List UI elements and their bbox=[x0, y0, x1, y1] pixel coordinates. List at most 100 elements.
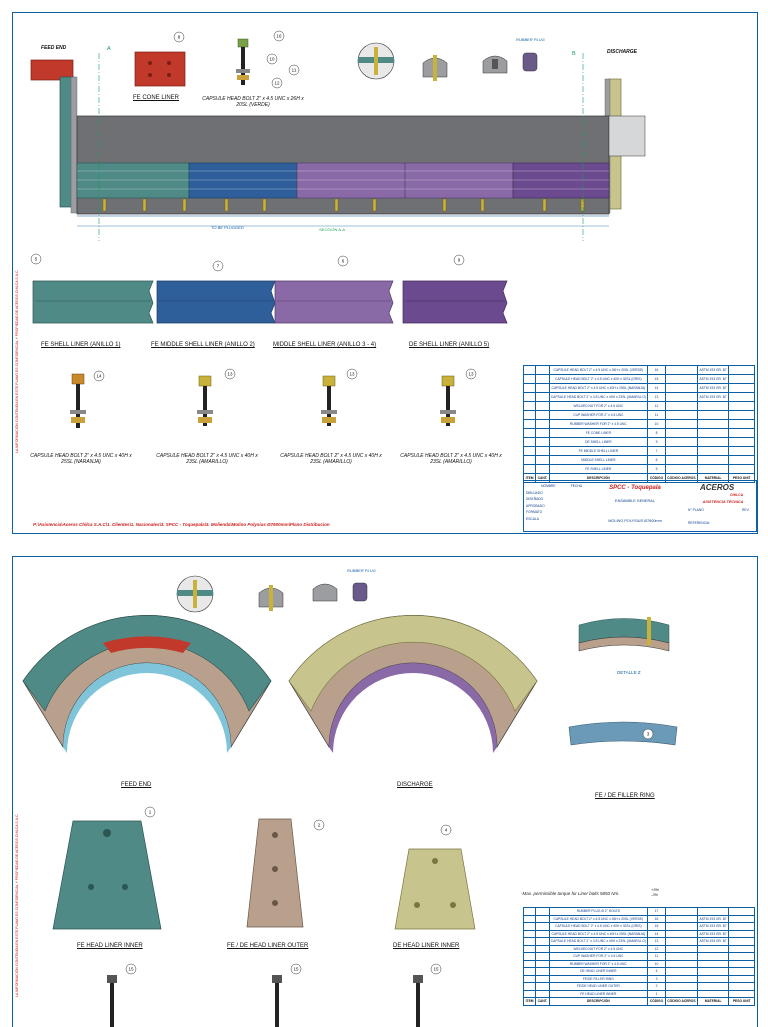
fe-shell-liner-label: FE SHELL LINER (ANILLO 1) bbox=[41, 342, 121, 348]
bom-cell bbox=[728, 967, 755, 976]
callout-bubble bbox=[337, 255, 349, 267]
bom-cell bbox=[665, 401, 698, 411]
bom-row: CAPSULE HEAD BOLT 2" x 4.5 UNC x 40H x 3… bbox=[522, 922, 755, 931]
bom-cell bbox=[665, 952, 698, 961]
head-liner-drawing: 3 1 2 4 15 15 15 bbox=[22, 575, 678, 1027]
bom-cell: RUBBER WASHER FOR 2" x 4.5 UNC bbox=[548, 419, 648, 429]
bom-cell: 8 bbox=[646, 428, 667, 438]
bom-cell bbox=[535, 464, 550, 474]
to-be-plugged-label: TO BE PLUGGED bbox=[211, 225, 244, 230]
bom-cell: 14 bbox=[646, 383, 667, 393]
bom-header-cell: MATERIAL bbox=[696, 997, 730, 1006]
bom-cell bbox=[696, 437, 730, 447]
bom-cell: CAPSULE HEAD BOLT 2" x 4.5 UNC x 40H x 2… bbox=[548, 392, 648, 402]
bom-cell bbox=[522, 365, 537, 375]
company-logo-sub: CHILCA bbox=[730, 493, 744, 497]
bom-cell bbox=[535, 446, 550, 456]
bom-cell bbox=[522, 419, 537, 429]
bom-cell: 10 bbox=[646, 419, 667, 429]
bom-cell bbox=[728, 929, 755, 938]
bom-cell bbox=[535, 365, 550, 375]
bom-cell: 11 bbox=[646, 410, 667, 420]
callout-bubble bbox=[30, 253, 42, 265]
bom-cell: WELDED NUT FOR 2" x 4.5 UNC bbox=[548, 944, 648, 953]
callout-number: 12 bbox=[274, 81, 280, 86]
file-path-note: P:\Asistencia\Aceros Chilca S.A.C\1. Cli… bbox=[33, 522, 330, 527]
bom-row: CAPSULE HEAD BOLT 2" x 4.5 UNC x 40H x 2… bbox=[522, 383, 755, 393]
escala-label: ESCALA bbox=[526, 516, 540, 521]
section-marker-a: A bbox=[107, 46, 111, 52]
bom-cell bbox=[696, 428, 730, 438]
bom-cell: ASTM 193 GR. B7 bbox=[696, 929, 730, 938]
bom-cell bbox=[665, 374, 698, 384]
bom-cell: 13 bbox=[646, 392, 667, 402]
bom-cell bbox=[728, 446, 755, 456]
bom-cell: 3 bbox=[646, 974, 667, 983]
bom-cell bbox=[535, 437, 550, 447]
bom-cell bbox=[522, 410, 537, 420]
bom-cell: ASTM 193 GR. B7 bbox=[696, 374, 730, 384]
de-head-liner-inner-part bbox=[394, 848, 476, 930]
bom-cell bbox=[535, 914, 550, 923]
discharge-label: DISCHARGE bbox=[397, 782, 433, 788]
bom-cell bbox=[696, 464, 730, 474]
drawing-sheet-general-assembly: LA INFORMACIÓN CONTENIDA EN ESTE PLANO E… bbox=[12, 12, 758, 534]
bom-cell bbox=[535, 401, 550, 411]
bom-cell bbox=[728, 944, 755, 953]
bom-cell bbox=[696, 410, 730, 420]
callout-number: 15 bbox=[128, 967, 134, 972]
callout-number: 13 bbox=[349, 372, 355, 377]
rev-label: REV. bbox=[742, 508, 750, 512]
bom-cell bbox=[696, 959, 730, 968]
bom-cell bbox=[522, 944, 537, 953]
aprobado-label: APROBADO bbox=[526, 503, 545, 508]
fe-head-liner-inner-part bbox=[52, 820, 162, 930]
bom-cell bbox=[728, 428, 755, 438]
callout-bubble bbox=[290, 963, 302, 975]
bom-header-cell: CANT. bbox=[535, 997, 550, 1006]
bom-cell bbox=[696, 989, 730, 998]
discharge-flange bbox=[608, 115, 646, 157]
bom-cell bbox=[522, 464, 537, 474]
feed-end-head bbox=[30, 59, 78, 214]
middle-shell-liner-row-b bbox=[404, 162, 514, 199]
detalle-z-label: DETALLE Z bbox=[617, 670, 641, 675]
bom-cell: FE MIDDLE SHELL LINER bbox=[548, 446, 648, 456]
amarillo-bolt-label-a: CAPSULE HEAD BOLT 2" x 4.5 UNC x 40H x 2… bbox=[156, 453, 258, 465]
fe-middle-shell-liner-label: FE MIDDLE SHELL LINER (ANILLO 2) bbox=[151, 342, 255, 348]
callout-number: 11 bbox=[292, 68, 297, 73]
bom-cell bbox=[535, 959, 550, 968]
bom-header-cell: CÓDIGO ACEROS bbox=[665, 997, 698, 1006]
callout-number: 9 bbox=[458, 258, 461, 263]
fe-head-liner-inner-label: FE HEAD LINER INNER bbox=[77, 943, 143, 949]
bom-cell: 16 bbox=[646, 914, 667, 923]
bom-cell bbox=[535, 374, 550, 384]
bom-cell bbox=[665, 929, 698, 938]
callout-bubble bbox=[453, 254, 465, 266]
drawing-sheet-head-liners: LA INFORMACIÓN CONTENIDA EN ESTE PLANO E… bbox=[12, 556, 758, 1027]
bom-cell: RUBBER PLUG Ø 2" HOLES bbox=[548, 907, 648, 916]
bom-cell bbox=[665, 392, 698, 402]
bom-cell: 17 bbox=[646, 907, 667, 916]
bom-cell bbox=[522, 383, 537, 393]
bom-cell bbox=[728, 383, 755, 393]
bom-header-cell: PESO UNIT bbox=[728, 473, 755, 483]
callout-bubble bbox=[430, 963, 442, 975]
fe-shell-liner-part bbox=[32, 280, 154, 324]
bom-cell bbox=[728, 989, 755, 998]
bom-header-cell: MATERIAL bbox=[696, 473, 730, 483]
bom-header-cell: ITEM bbox=[522, 997, 537, 1006]
bom-cell bbox=[696, 401, 730, 411]
section-title: SECCIÓN A-A bbox=[319, 227, 345, 232]
bom-cell bbox=[522, 437, 537, 447]
bom-cell: CAPSULE HEAD BOLT 2" x 4.5 UNC x 26H x 2… bbox=[548, 365, 648, 375]
bom-cell bbox=[728, 907, 755, 916]
bolt-cut-detail bbox=[422, 55, 448, 81]
bom-cell bbox=[535, 907, 550, 916]
callout-number: 4 bbox=[445, 828, 448, 833]
formato-label: FORMATO bbox=[526, 510, 543, 514]
torque-note: -Max. permissible torque for Liner bolts… bbox=[521, 891, 620, 896]
rubber-plug-label: RUBBER PLUG bbox=[516, 37, 545, 42]
